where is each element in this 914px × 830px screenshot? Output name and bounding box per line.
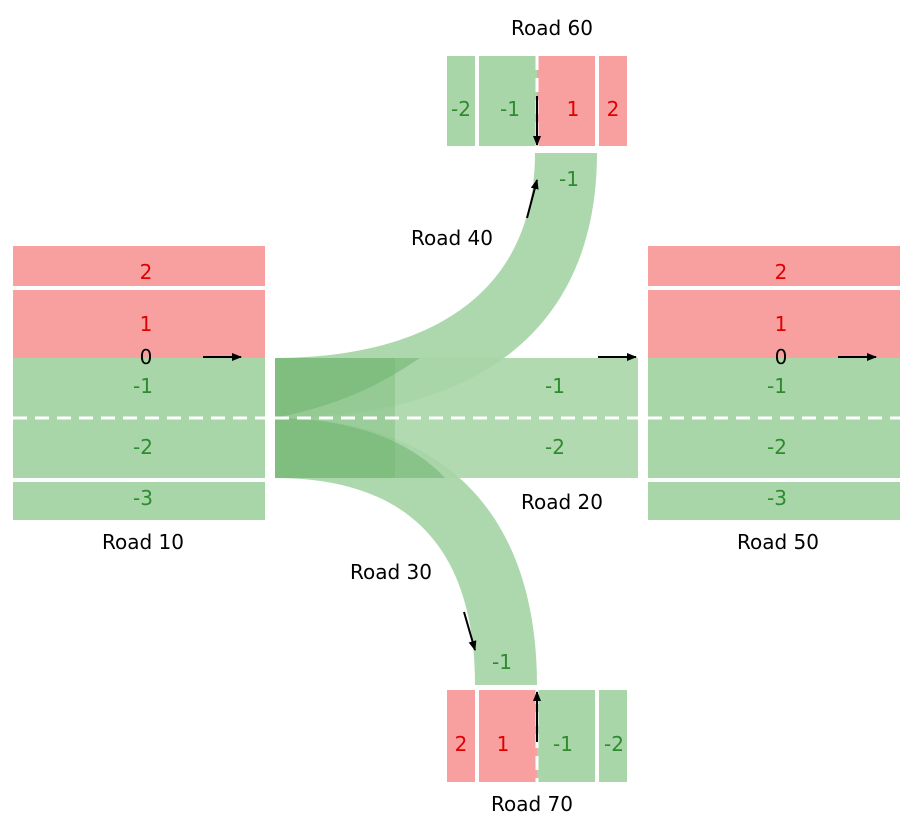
road-10: 2 1 0 -1 -2 -3 Road 10 bbox=[13, 246, 265, 554]
road-70-name: Road 70 bbox=[491, 792, 573, 816]
road-10-lane-minus-1 bbox=[13, 358, 265, 418]
road-50-reference-line-label: 0 bbox=[775, 345, 788, 369]
road-70-lane-minus-1 bbox=[537, 690, 595, 782]
road-10-lane-1-label: 1 bbox=[140, 312, 153, 336]
road-60-lane-minus-2 bbox=[447, 56, 475, 146]
road-10-lane-minus-3-label: -3 bbox=[133, 486, 153, 510]
road-20-overlap-region-lower bbox=[275, 418, 445, 478]
road-10-lane-minus-3 bbox=[13, 482, 265, 520]
road-60-lane-minus-1 bbox=[479, 56, 537, 146]
road-40-direction-arrow bbox=[526, 179, 539, 219]
road-50-name: Road 50 bbox=[737, 530, 819, 554]
road-70: 2 1 -1 -2 Road 70 bbox=[447, 690, 627, 816]
road-40-lane-minus-1-label: -1 bbox=[559, 167, 579, 191]
road-20-name: Road 20 bbox=[521, 490, 603, 514]
road-20: -1 -2 Road 20 bbox=[275, 353, 638, 514]
road-40-name: Road 40 bbox=[411, 226, 493, 250]
road-20-lane-minus-1-label: -1 bbox=[545, 374, 565, 398]
road-10-lane-minus-2 bbox=[13, 418, 265, 478]
road-50-lane-minus-3 bbox=[648, 482, 900, 520]
road-10-lane-2 bbox=[13, 246, 265, 286]
road-20-overlap-region bbox=[275, 358, 420, 418]
road-30-name: Road 30 bbox=[350, 560, 432, 584]
road-30-lane-minus-1-label: -1 bbox=[492, 650, 512, 674]
road-50-lane-1-label: 1 bbox=[775, 312, 788, 336]
road-20-lane-minus-2-label: -2 bbox=[545, 435, 565, 459]
road-30: -1 Road 30 bbox=[275, 418, 537, 685]
road-10-reference-line-label: 0 bbox=[140, 345, 153, 369]
road-30-direction-arrow bbox=[463, 611, 477, 651]
road-60-lane-minus-1-label: -1 bbox=[500, 97, 520, 121]
road-10-lane-minus-2-label: -2 bbox=[133, 435, 153, 459]
road-70-lane-minus-2-label: -2 bbox=[604, 732, 624, 756]
road-70-lane-2-label: 2 bbox=[455, 732, 468, 756]
road-70-lane-minus-2 bbox=[599, 690, 627, 782]
road-50-lane-2 bbox=[648, 246, 900, 286]
road-30-lane-minus-1 bbox=[275, 418, 537, 685]
road-50: 2 1 0 -1 -2 -3 Road 50 bbox=[648, 246, 900, 554]
road-50-lane-1 bbox=[648, 290, 900, 358]
road-70-lane-1 bbox=[479, 690, 537, 782]
road-10-lane-1 bbox=[13, 290, 265, 358]
road-10-name: Road 10 bbox=[102, 530, 184, 554]
road-60-name: Road 60 bbox=[511, 16, 593, 40]
road-40: -1 Road 40 bbox=[275, 153, 597, 418]
road-50-lane-minus-1-label: -1 bbox=[767, 374, 787, 398]
road-50-lane-minus-2-label: -2 bbox=[767, 435, 787, 459]
road-60-lane-minus-2-label: -2 bbox=[451, 97, 471, 121]
road-50-lane-minus-3-label: -3 bbox=[767, 486, 787, 510]
road-10-lane-2-label: 2 bbox=[140, 260, 153, 284]
road-60: -2 -1 1 2 Road 60 bbox=[447, 16, 627, 146]
road-50-lane-2-label: 2 bbox=[775, 260, 788, 284]
road-70-lane-1-label: 1 bbox=[497, 732, 510, 756]
road-60-lane-1-label: 1 bbox=[567, 97, 580, 121]
road-10-lane-minus-1-label: -1 bbox=[133, 374, 153, 398]
road-60-lane-2-label: 2 bbox=[607, 97, 620, 121]
road-50-lane-minus-2 bbox=[648, 418, 900, 478]
road-60-lane-2 bbox=[599, 56, 627, 146]
road-40-lane-minus-1 bbox=[275, 153, 597, 418]
road-70-lane-2 bbox=[447, 690, 475, 782]
road-50-lane-minus-1 bbox=[648, 358, 900, 418]
road-70-lane-minus-1-label: -1 bbox=[553, 732, 573, 756]
road-60-lane-1 bbox=[537, 56, 595, 146]
